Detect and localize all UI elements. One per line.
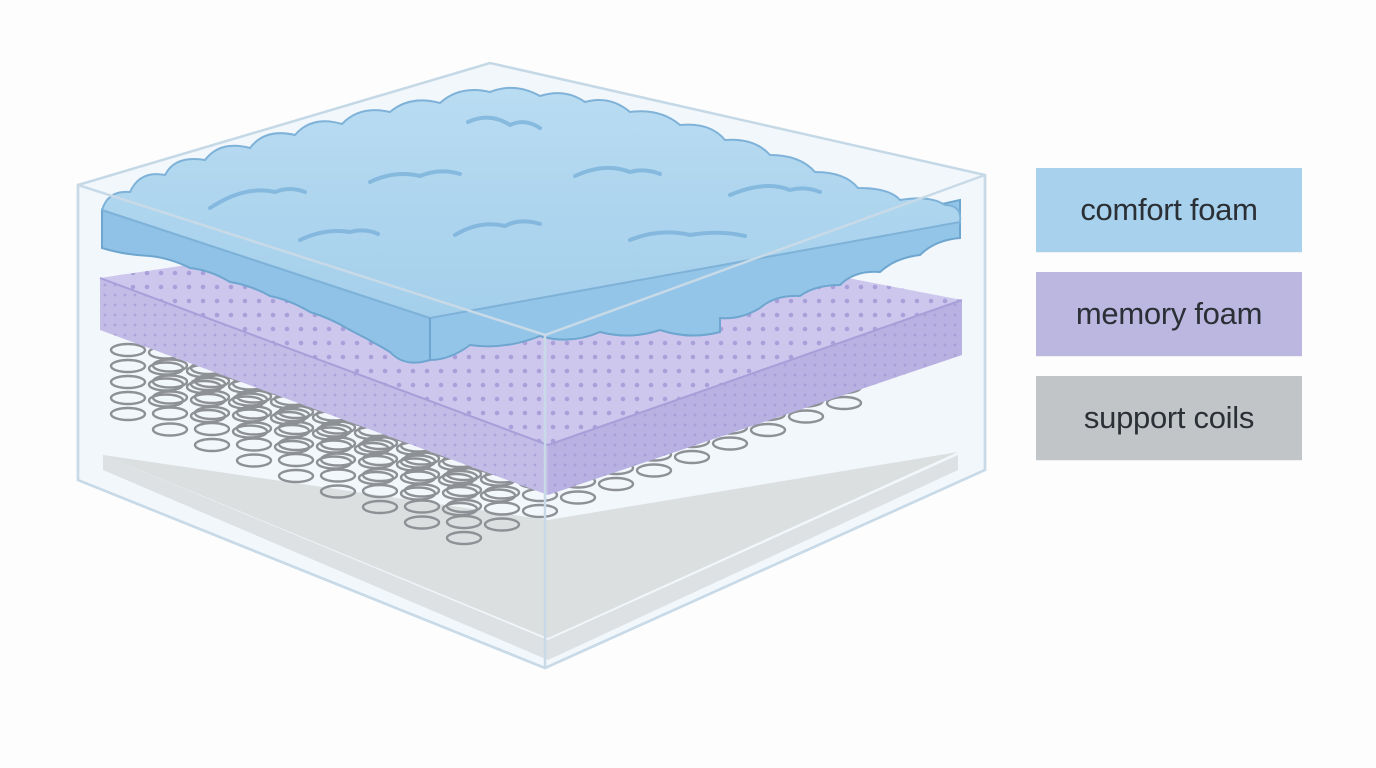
- coil-spring: [109, 342, 147, 422]
- legend: comfort foam memory foam support coils: [1036, 168, 1302, 480]
- coil-spring: [151, 358, 189, 437]
- legend-item-support-coils: support coils: [1036, 376, 1302, 460]
- legend-item-memory-foam: memory foam: [1036, 272, 1302, 356]
- casing-edges: [76, 173, 987, 670]
- coil-spring: [403, 451, 441, 530]
- coil-spring: [445, 466, 483, 546]
- coil-spring: [235, 389, 273, 468]
- legend-item-comfort-foam: comfort foam: [1036, 168, 1302, 252]
- coil-spring: [193, 373, 231, 453]
- coil-spring: [319, 420, 357, 499]
- coil-spring: [361, 435, 399, 515]
- base-plate: [103, 452, 958, 638]
- coil-spring: [277, 404, 315, 484]
